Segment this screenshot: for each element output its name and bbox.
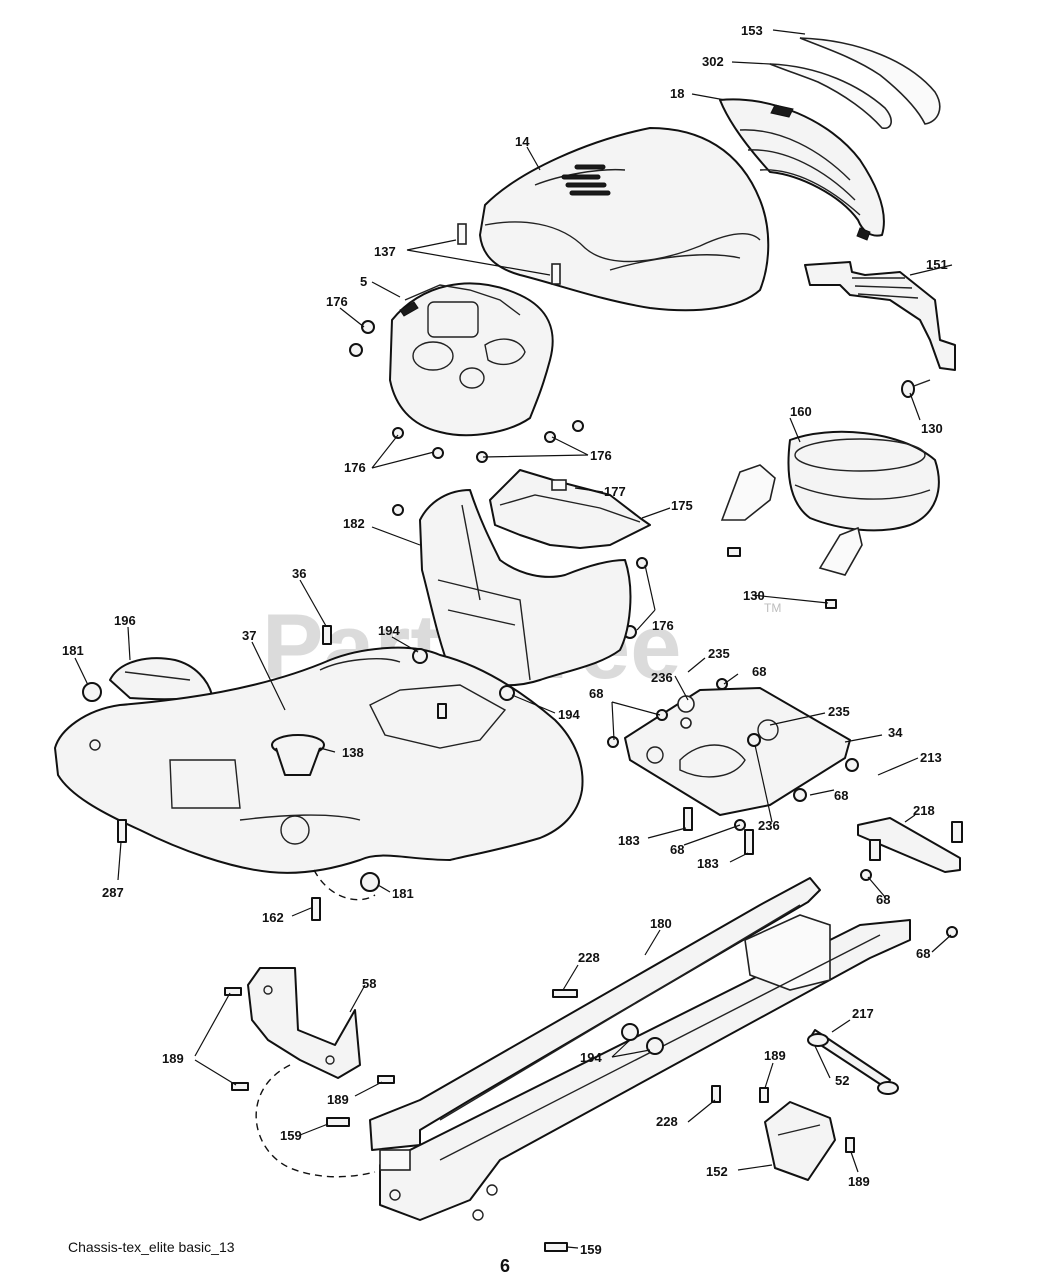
callout-176-a: 176: [326, 294, 348, 309]
part-frame-180[interactable]: [369, 877, 911, 1221]
callout-137: 137: [374, 244, 396, 259]
callout-176-b: 176: [344, 460, 366, 475]
dashed-link-181: [313, 869, 376, 901]
callout-189-c: 189: [327, 1092, 349, 1107]
callout-302: 302: [702, 54, 724, 69]
part-boot-138[interactable]: [271, 734, 325, 776]
callout-36: 36: [292, 566, 306, 581]
callout-180: 180: [650, 916, 672, 931]
part-bracket-218[interactable]: [857, 817, 963, 873]
callout-18: 18: [670, 86, 684, 101]
callout-5: 5: [360, 274, 367, 289]
callout-213: 213: [920, 750, 942, 765]
screw-130[interactable]: [901, 379, 931, 398]
part-bracket-58[interactable]: [247, 967, 361, 1079]
part-cover-196[interactable]: [109, 657, 213, 701]
callout-14: 14: [515, 134, 530, 149]
callout-68-d: 68: [670, 842, 684, 857]
part-dash-panel[interactable]: [389, 282, 554, 437]
callout-152: 152: [706, 1164, 728, 1179]
callout-217: 217: [852, 1006, 874, 1021]
part-bracket-151[interactable]: [804, 261, 956, 371]
nuts-194[interactable]: [621, 1023, 664, 1055]
callout-194-b: 194: [558, 707, 580, 722]
callout-159-a: 159: [280, 1128, 302, 1143]
callout-68-f: 68: [916, 946, 930, 961]
screws-189[interactable]: [224, 987, 855, 1153]
callout-183-a: 183: [618, 833, 640, 848]
callout-175: 175: [671, 498, 693, 513]
callout-159-b: 159: [580, 1242, 602, 1257]
callout-196: 196: [114, 613, 136, 628]
callout-189-d: 189: [848, 1174, 870, 1189]
callout-176-c: 176: [590, 448, 612, 463]
callout-194-c: 194: [580, 1050, 602, 1065]
callout-181-b: 181: [392, 886, 414, 901]
part-hood-trim[interactable]: [769, 37, 941, 130]
callout-189-a: 189: [162, 1051, 184, 1066]
callout-236-b: 236: [758, 818, 780, 833]
callout-177: 177: [604, 484, 626, 499]
part-seat-plate[interactable]: [624, 687, 851, 816]
callout-153: 153: [741, 23, 763, 38]
callout-130-a: 130: [921, 421, 943, 436]
callout-183-b: 183: [697, 856, 719, 871]
callout-labels: 153 302 18 14 137 151 5 176 130 160 176 …: [62, 23, 948, 1257]
callout-236-a: 236: [651, 670, 673, 685]
callout-58: 58: [362, 976, 376, 991]
dashed-link-159: [255, 1064, 376, 1178]
fasteners-181[interactable]: [82, 682, 380, 892]
diagram-caption: Chassis-tex_elite basic_13: [68, 1239, 235, 1255]
callout-151: 151: [926, 257, 948, 272]
callout-182: 182: [343, 516, 365, 531]
bolts-183[interactable]: [683, 807, 754, 855]
callout-235-b: 235: [828, 704, 850, 719]
callout-68-e: 68: [876, 892, 890, 907]
callout-138: 138: [342, 745, 364, 760]
screws-130[interactable]: [727, 547, 837, 609]
part-cover-152[interactable]: [764, 1101, 836, 1181]
callout-52: 52: [835, 1073, 849, 1088]
callout-218: 218: [913, 803, 935, 818]
callout-194-a: 194: [378, 623, 400, 638]
leader-lines: [74, 29, 953, 1249]
bolts-36-194[interactable]: [322, 625, 515, 719]
part-fuel-tank[interactable]: [720, 430, 940, 576]
watermark-tm: TM: [764, 601, 781, 615]
part-support-175[interactable]: [489, 469, 651, 549]
callout-34: 34: [888, 725, 903, 740]
part-hood[interactable]: [479, 127, 770, 312]
part-decals[interactable]: [457, 223, 561, 285]
callout-176-d: 176: [652, 618, 674, 633]
screws-287-162[interactable]: [117, 819, 321, 921]
callout-189-b: 189: [764, 1048, 786, 1063]
part-body-37[interactable]: [54, 646, 584, 874]
callout-235-a: 235: [708, 646, 730, 661]
callout-181-a: 181: [62, 643, 84, 658]
callout-162: 162: [262, 910, 284, 925]
page-number: 6: [500, 1256, 510, 1276]
callout-228-b: 228: [656, 1114, 678, 1129]
callout-37: 37: [242, 628, 256, 643]
callout-68-c: 68: [834, 788, 848, 803]
callout-287: 287: [102, 885, 124, 900]
fasteners-68[interactable]: [607, 678, 958, 938]
pins-228[interactable]: [552, 989, 721, 1103]
part-rod-217[interactable]: [807, 1029, 899, 1095]
callout-68-b: 68: [589, 686, 603, 701]
part-lower-dash[interactable]: [419, 489, 632, 687]
callout-130-b: 130: [743, 588, 765, 603]
callout-68-a: 68: [752, 664, 766, 679]
callout-228-a: 228: [578, 950, 600, 965]
part-grille[interactable]: [719, 98, 885, 241]
callout-160: 160: [790, 404, 812, 419]
